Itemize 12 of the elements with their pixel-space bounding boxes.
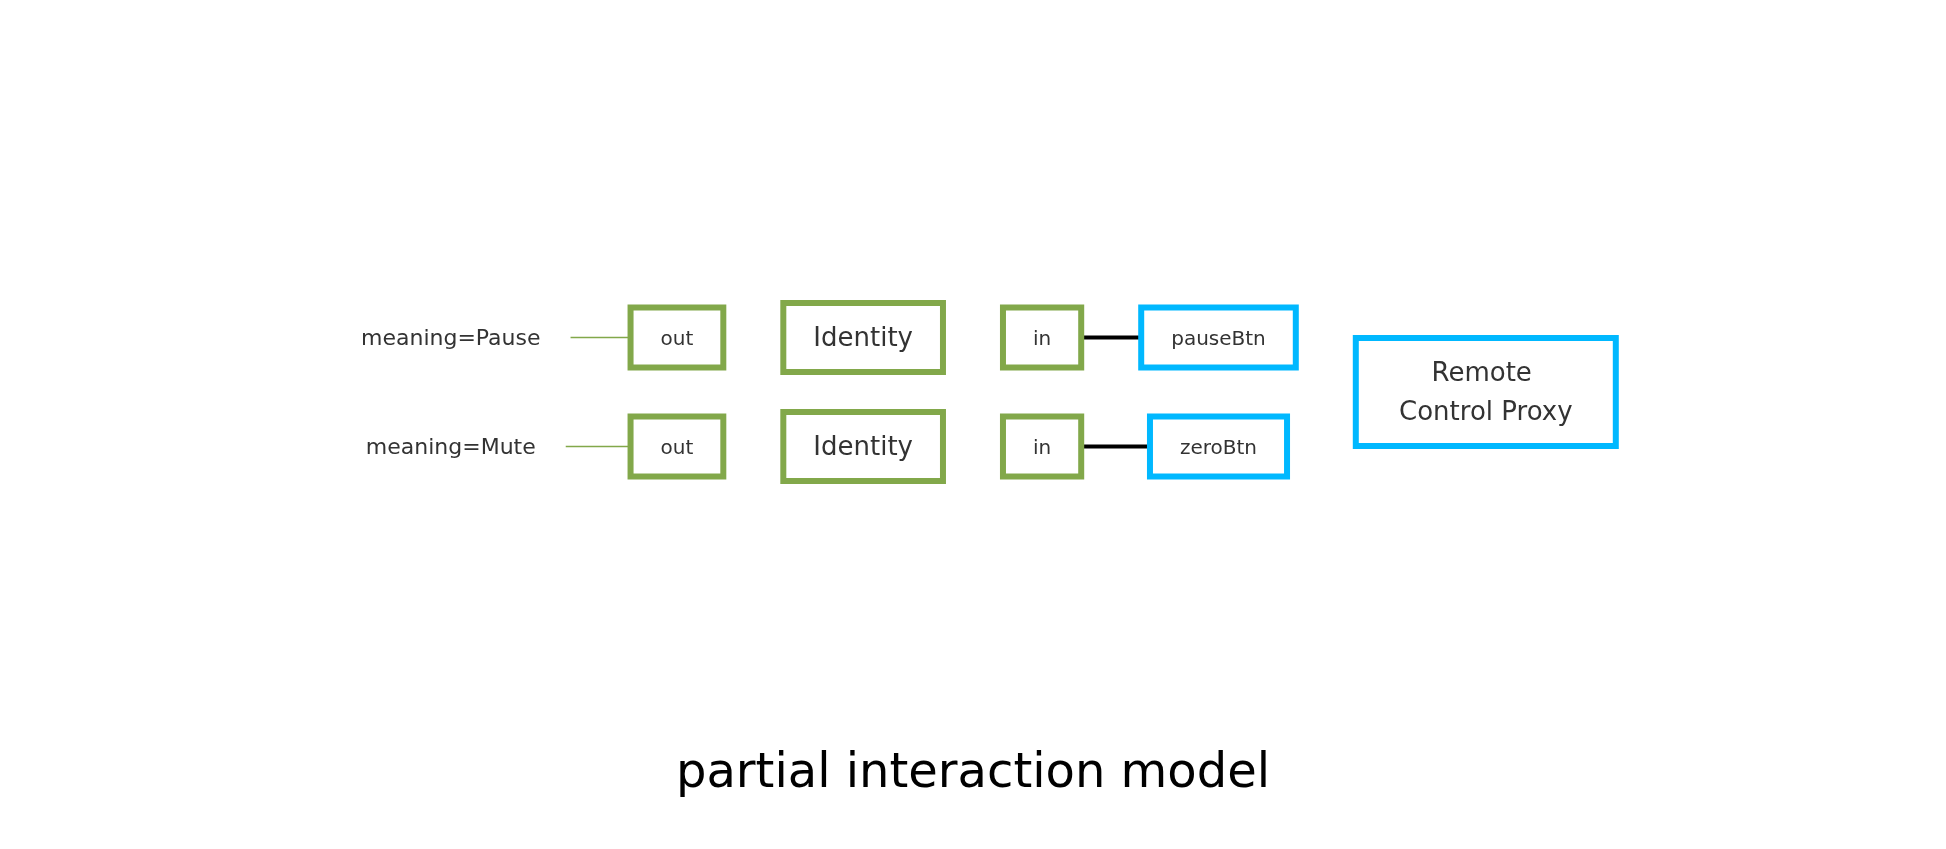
node-text: meaning=Mute xyxy=(365,433,536,459)
node-box: Identity xyxy=(779,408,946,484)
node-box: out xyxy=(627,413,726,479)
node-box: zeroBtn xyxy=(1146,413,1290,479)
node-box: Remote Control Proxy xyxy=(1352,334,1619,449)
node-box: in xyxy=(999,413,1084,479)
node-text: meaning=Pause xyxy=(360,324,541,350)
caption: partial interaction model xyxy=(675,741,1271,798)
node-box: in xyxy=(999,304,1084,370)
node-box: out xyxy=(627,304,726,370)
node-box: Identity xyxy=(779,299,946,375)
node-box: pauseBtn xyxy=(1137,304,1299,370)
